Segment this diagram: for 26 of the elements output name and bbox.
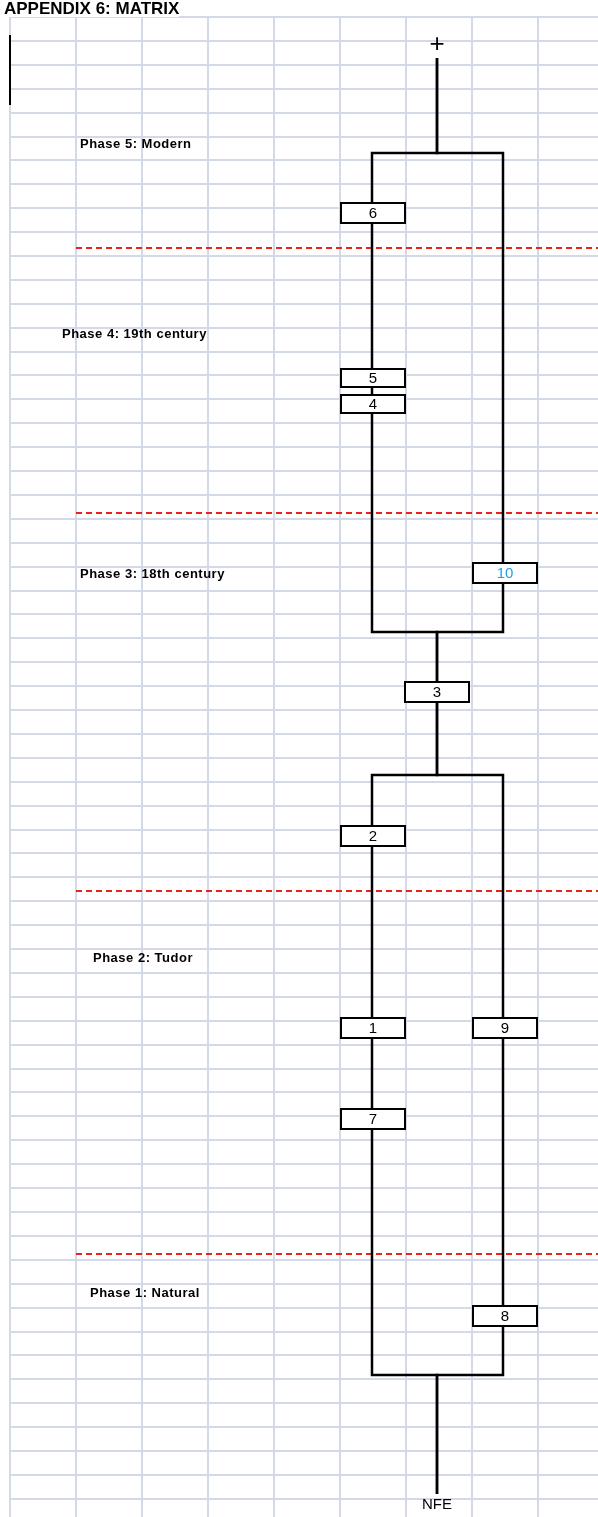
phase-label: Phase 3: 18th century: [80, 565, 225, 583]
phase-label: Phase 4: 19th century: [62, 325, 207, 343]
context-box: 3: [404, 681, 470, 703]
connector-line: [501, 1039, 505, 1305]
connector-line: [435, 58, 505, 562]
connector-line: [370, 847, 374, 1017]
context-box: 8: [472, 1305, 538, 1327]
context-box: 4: [340, 394, 406, 414]
context-box: 10: [472, 562, 538, 584]
context-box: 1: [340, 1017, 406, 1039]
context-box: 6: [340, 202, 406, 224]
phase-label: Phase 5: Modern: [80, 135, 192, 153]
context-box: 7: [340, 1108, 406, 1130]
connector-line: [370, 224, 374, 368]
context-box: 5: [340, 368, 406, 388]
node-label: +: [427, 28, 447, 58]
context-box: 9: [472, 1017, 538, 1039]
connector-line: [370, 1039, 374, 1108]
phase-label: Phase 2: Tudor: [93, 949, 193, 967]
phase-label: Phase 1: Natural: [90, 1284, 200, 1302]
node-label: NFE: [417, 1494, 457, 1514]
context-box: 2: [340, 825, 406, 847]
title: APPENDIX 6: MATRIX: [4, 0, 180, 17]
connector-line: [435, 584, 505, 681]
connector-line: [435, 1327, 505, 1494]
connector-line: [435, 703, 505, 1017]
